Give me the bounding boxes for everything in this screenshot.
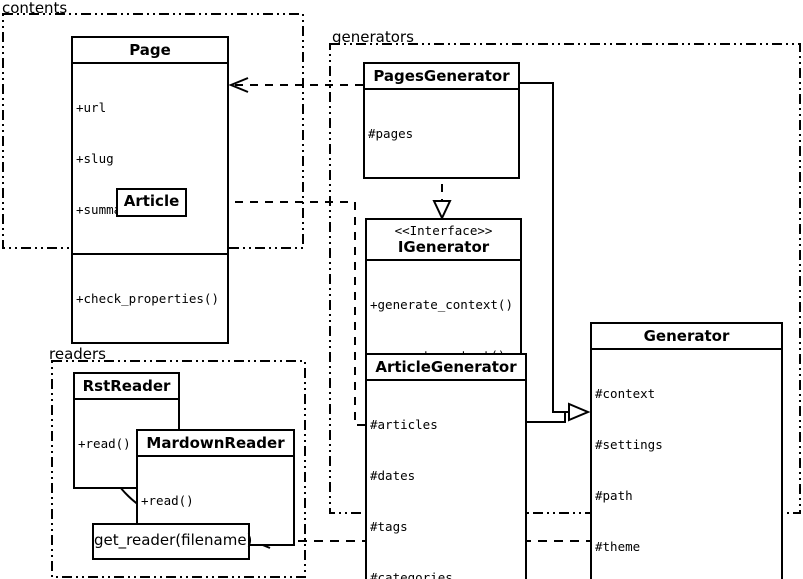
package-label-contents: contents: [2, 0, 68, 17]
method-line: +check_properties(): [76, 291, 219, 306]
class-box-articlegenerator: ArticleGenerator #articles #dates #tags …: [365, 353, 527, 579]
attributes-section-articlegenerator: #articles #dates #tags #categories: [367, 379, 525, 579]
class-header-igenerator: <<Interface>> IGenerator: [367, 220, 520, 259]
class-title-mardownreader: MardownReader: [146, 434, 285, 452]
class-box-pagesgenerator: PagesGenerator #pages: [363, 62, 520, 179]
attribute-line: #context: [595, 386, 656, 401]
class-title-page: Page: [129, 41, 171, 59]
class-title-igenerator: IGenerator: [397, 238, 490, 256]
realization-triangle-igenerator: [432, 200, 452, 221]
attributes-section-generator: #context #settings #path #theme #output_…: [592, 348, 781, 579]
generalization-triangle-generator: [568, 402, 591, 422]
dependency-arrowhead-page: [228, 77, 249, 93]
attribute-line: #pages: [368, 126, 414, 141]
method-line: +read(): [78, 436, 131, 451]
attributes-section-pagesgenerator: #pages: [365, 88, 518, 177]
attribute-line: #path: [595, 488, 633, 503]
attribute-line: #categories: [370, 570, 453, 579]
class-box-article: Article: [116, 188, 187, 217]
class-title-pagesgenerator: PagesGenerator: [373, 67, 510, 85]
attribute-line: #dates: [370, 468, 416, 483]
generalization-line-articlegenerator-generator: [527, 412, 566, 423]
method-line: +generate_context(): [370, 297, 513, 312]
function-box-getreader: get_reader(filename): [92, 523, 253, 560]
attribute-line: #tags: [370, 519, 408, 534]
method-line: +read(): [141, 493, 194, 508]
class-title-article: Article: [123, 192, 180, 210]
attribute-line: #articles: [370, 417, 438, 432]
attribute-line: +url: [76, 100, 107, 115]
generalization-line-pagesgenerator-generator: [520, 82, 568, 413]
methods-section-page: +check_properties(): [73, 253, 227, 342]
class-title-generator: Generator: [643, 327, 730, 345]
attributes-section-page: +url +slug +summary: [73, 62, 227, 253]
attribute-line: +slug: [76, 151, 114, 166]
stereotype-label: <<Interface>>: [394, 223, 493, 238]
class-box-generator: Generator #context #settings #path #them…: [590, 322, 783, 579]
package-frame-generators: [329, 43, 801, 514]
methods-section-mardownreader: +read(): [138, 455, 293, 544]
class-title-articlegenerator: ArticleGenerator: [375, 358, 517, 376]
package-label-generators: generators: [332, 28, 414, 46]
attribute-line: #theme: [595, 539, 641, 554]
class-title-rstreader: RstReader: [82, 377, 171, 395]
attribute-line: #settings: [595, 437, 663, 452]
function-label-getreader: get_reader(filename): [94, 531, 253, 549]
methods-section-rstreader: +read(): [75, 398, 178, 487]
package-label-readers: readers: [49, 345, 106, 363]
dependency-line-articlegenerator-article: [192, 201, 365, 426]
